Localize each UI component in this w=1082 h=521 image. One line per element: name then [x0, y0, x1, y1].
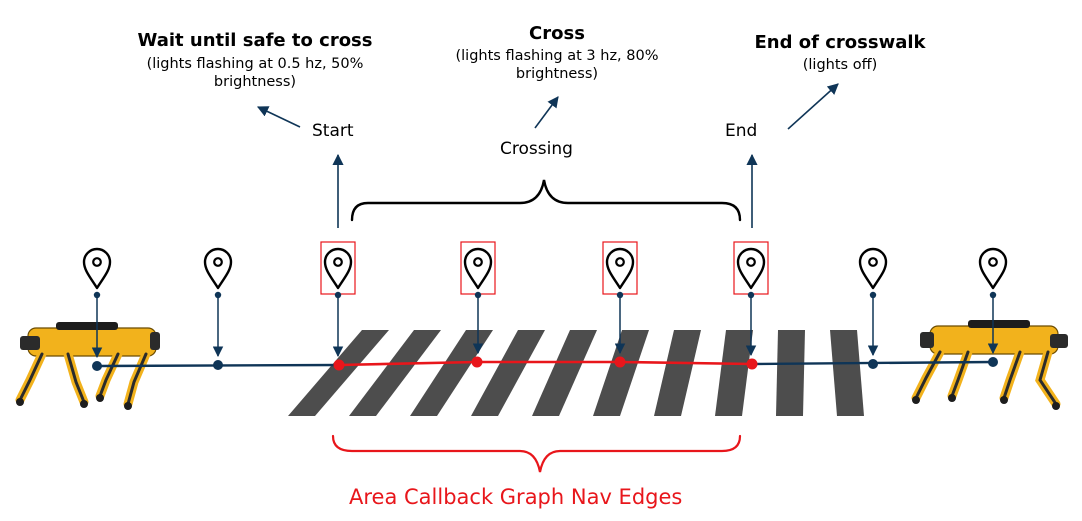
- area-callback-edge: [338, 360, 753, 367]
- crosswalk-stripe: [410, 330, 493, 416]
- waypoint: [858, 247, 888, 369]
- end-label: End: [725, 121, 758, 141]
- cross-title: Cross: [529, 23, 585, 44]
- waypoint-pin-icon: [203, 247, 233, 290]
- graph-node: [213, 360, 223, 370]
- crosswalk-stripe: [776, 330, 805, 416]
- crosswalk-stripe: [471, 330, 545, 416]
- wait-annotation-arrow: [256, 106, 301, 128]
- cross-subtitle: (lights flashing at 3 hz, 80% brightness…: [455, 48, 659, 82]
- graph-node: [868, 359, 878, 369]
- area-callback-caption: Area Callback Graph Nav Edges: [349, 485, 683, 509]
- crossing-brace: [350, 179, 742, 222]
- end-annotation-arrow: [787, 83, 839, 130]
- wait-subtitle: (lights flashing at 0.5 hz, 50% brightne…: [146, 56, 364, 90]
- crosswalk-stripe: [593, 330, 649, 416]
- graph-node: [614, 356, 626, 368]
- waypoint-pin-icon: [978, 247, 1008, 290]
- end-area-title: End of crosswalk: [754, 32, 926, 53]
- cross-annotation-arrow: [534, 96, 559, 129]
- waypoint-start: [320, 241, 356, 371]
- crosswalk-stripe: [532, 330, 597, 416]
- graph-node: [92, 361, 102, 371]
- graph-node: [333, 359, 345, 371]
- waypoint-pin-icon: [605, 247, 635, 290]
- crosswalk-stripe: [830, 330, 864, 416]
- end-area-subtitle: (lights off): [802, 57, 878, 73]
- graph-node: [746, 358, 758, 370]
- crosswalk-stripe: [288, 330, 389, 416]
- graph-node: [988, 357, 998, 367]
- waypoint-pin-icon: [463, 247, 493, 290]
- waypoint-pin-icon: [82, 247, 112, 290]
- crossing-label: Crossing: [500, 139, 573, 159]
- waypoint: [82, 247, 112, 371]
- waypoint-pin-icon: [736, 247, 766, 290]
- crosswalk: [288, 330, 864, 416]
- crosswalk-stripe: [715, 330, 753, 416]
- area-callback-brace: [331, 434, 742, 473]
- waypoint-pin-icon: [323, 247, 353, 290]
- waypoint: [978, 247, 1008, 367]
- crosswalk-stripe: [349, 330, 441, 416]
- waypoint: [602, 241, 638, 368]
- graph-node: [471, 356, 483, 368]
- waypoint: [460, 241, 496, 368]
- start-label: Start: [312, 121, 354, 141]
- robot-dog-icon: [15, 322, 160, 410]
- waypoint-end: [733, 241, 769, 370]
- wait-title: Wait until safe to cross: [137, 30, 373, 51]
- waypoint-pin-icon: [858, 247, 888, 290]
- crosswalk-stripe: [654, 330, 701, 416]
- waypoint: [203, 247, 233, 370]
